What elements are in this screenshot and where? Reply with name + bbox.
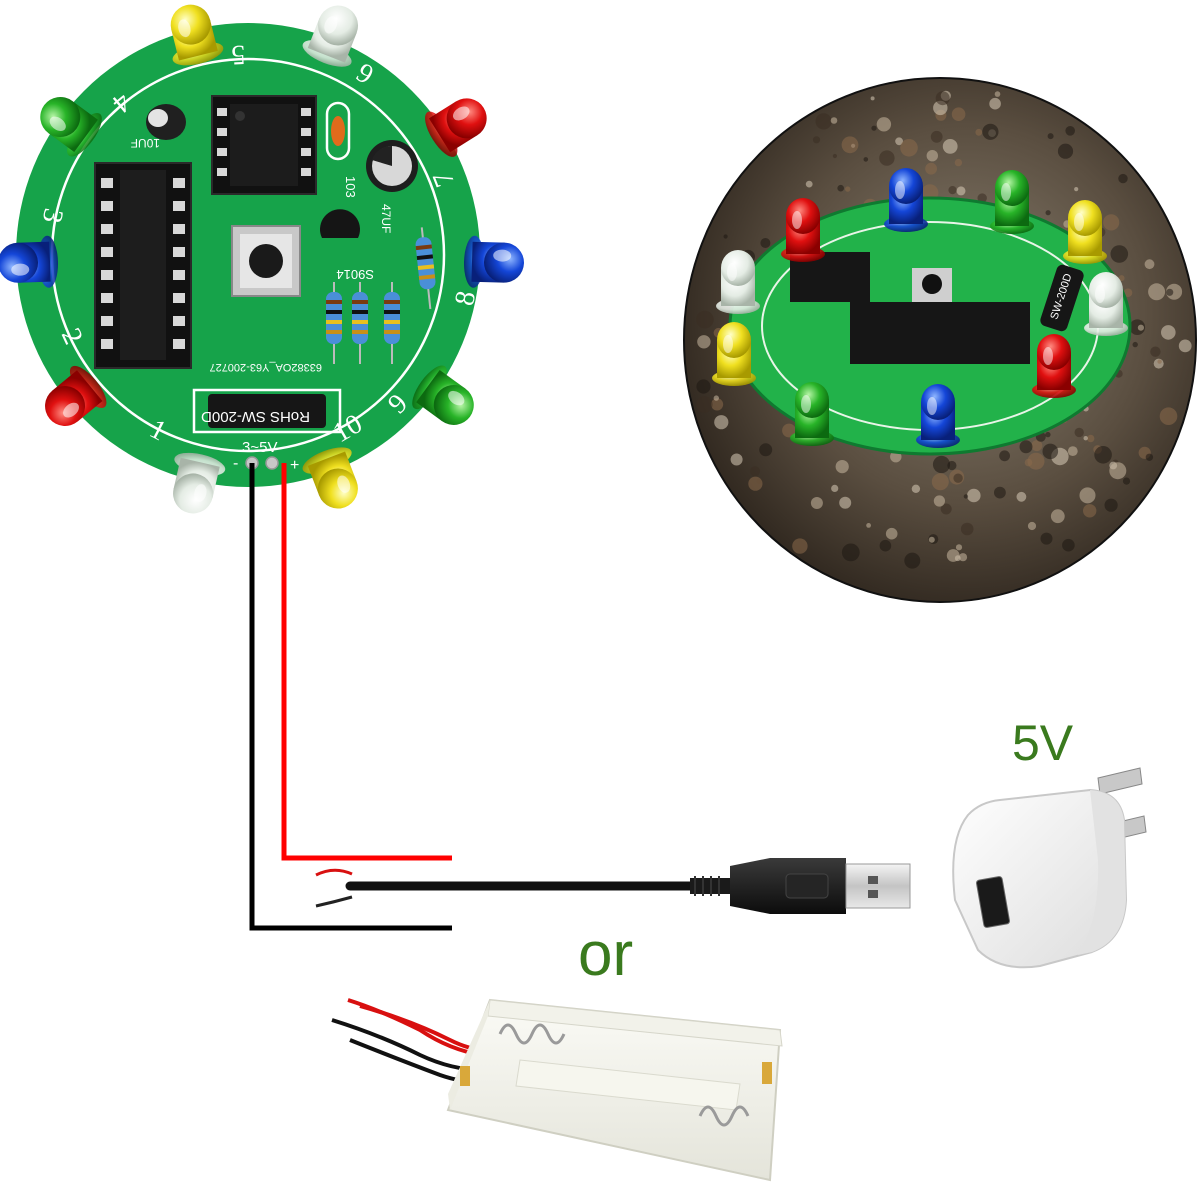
photo-led-3 (990, 170, 1034, 234)
cap-large-label: 47UF (379, 204, 393, 233)
led-8 (463, 235, 524, 288)
capacitor-small: 10UF (131, 104, 186, 150)
usb-metal-tip (845, 863, 911, 909)
power-adapter (952, 767, 1147, 969)
dip16-ic (94, 162, 192, 369)
led-7 (425, 98, 487, 157)
led-number-8: 8 (449, 288, 482, 308)
resistor (415, 227, 436, 310)
transistor: S9014 (320, 209, 374, 282)
power-label: 3~5V (242, 439, 277, 456)
holder-spring-right (698, 1105, 750, 1127)
resistor (384, 282, 400, 364)
resistor (326, 282, 342, 364)
photo-vibration-switch (1040, 264, 1084, 332)
photo-led-6 (1032, 334, 1076, 398)
led-1 (173, 452, 226, 514)
capacitor-ceramic: 103 (325, 101, 358, 198)
photo-led-10 (716, 250, 760, 314)
led-10 (302, 447, 358, 509)
photo-led-4 (1063, 200, 1107, 264)
led-number-3: 3 (36, 206, 69, 226)
cap-small-label: 10UF (131, 136, 160, 150)
vibration-switch: RoHS SW-200D (192, 388, 342, 434)
vibration-switch-label: RoHS SW-200D (201, 408, 310, 425)
resistor (352, 282, 368, 364)
resistors (326, 227, 436, 364)
led-2 (45, 365, 107, 427)
photo-led-5 (1084, 272, 1128, 336)
assembled-photo: SW-200D (683, 77, 1197, 603)
photo-led-1 (781, 198, 825, 262)
board-wires (249, 463, 452, 931)
photo-led-8 (790, 382, 834, 446)
adapter-prong-top (1097, 767, 1143, 795)
holder-spring-left (498, 1023, 566, 1045)
led-9 (412, 365, 474, 425)
usb-cable (315, 858, 911, 914)
plus-label: + (290, 457, 299, 474)
led-number-5: 5 (231, 39, 246, 71)
adapter-usb-port (976, 876, 1010, 928)
led-5 (170, 4, 224, 66)
pcb-leds (0, 4, 524, 514)
or-label: or (578, 920, 633, 989)
photo-led-7 (916, 384, 960, 448)
photo-led-9 (712, 322, 756, 386)
cap-ceramic-label: 103 (343, 176, 358, 198)
transistor-label: S9014 (336, 267, 374, 282)
pcb-board: 10UF 47UF 103 S9014 RoHS SW-200D 63382OA… (0, 4, 524, 514)
dip8-ic (211, 95, 317, 195)
photo-leds (712, 168, 1128, 448)
photo-led-2 (884, 168, 928, 232)
capacitor-large: 47UF (366, 140, 418, 233)
photo-dip16 (850, 302, 1030, 364)
minus-label: - (233, 455, 238, 472)
black-wire (249, 463, 452, 931)
led-6 (302, 5, 359, 67)
red-wire (281, 463, 452, 861)
pcb-code: 63382OA_Y63-200727 (209, 361, 322, 373)
led-4 (40, 96, 102, 157)
battery-holder (331, 998, 783, 1182)
push-button (231, 225, 301, 297)
led-3 (0, 235, 59, 288)
supply-label: 5V (1012, 715, 1074, 771)
